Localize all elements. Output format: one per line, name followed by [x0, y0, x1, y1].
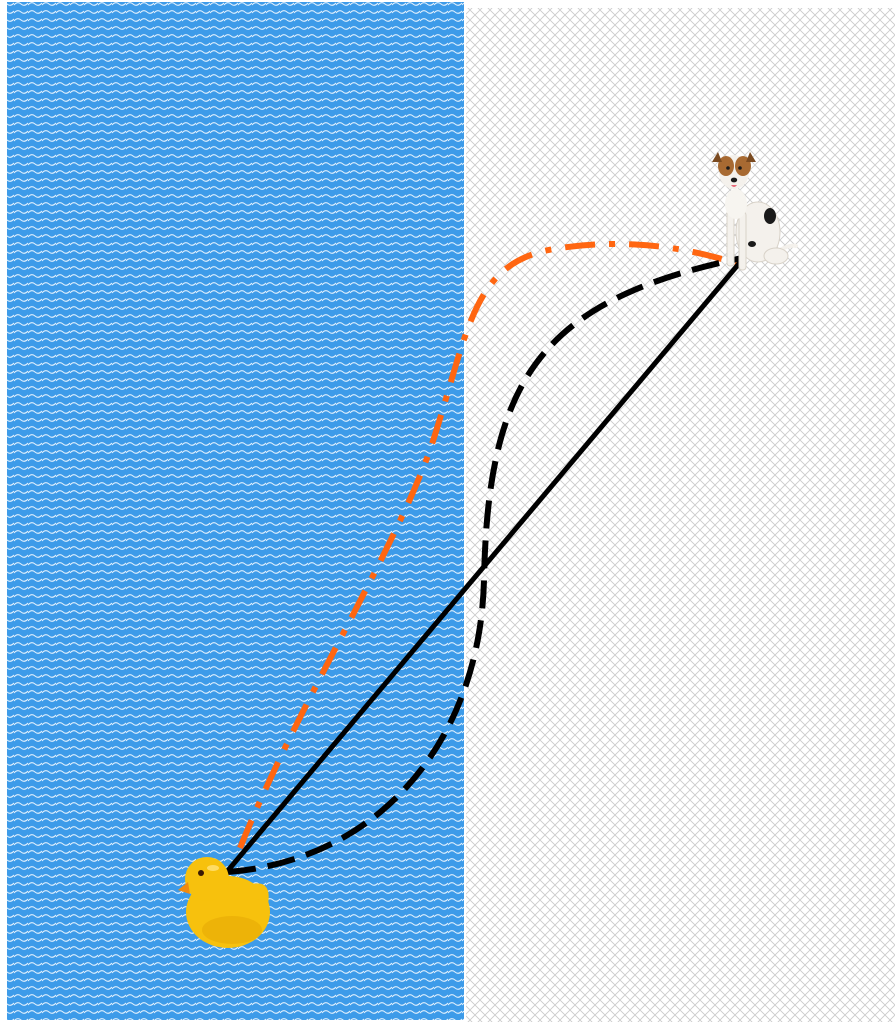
- water-region: [7, 2, 464, 1020]
